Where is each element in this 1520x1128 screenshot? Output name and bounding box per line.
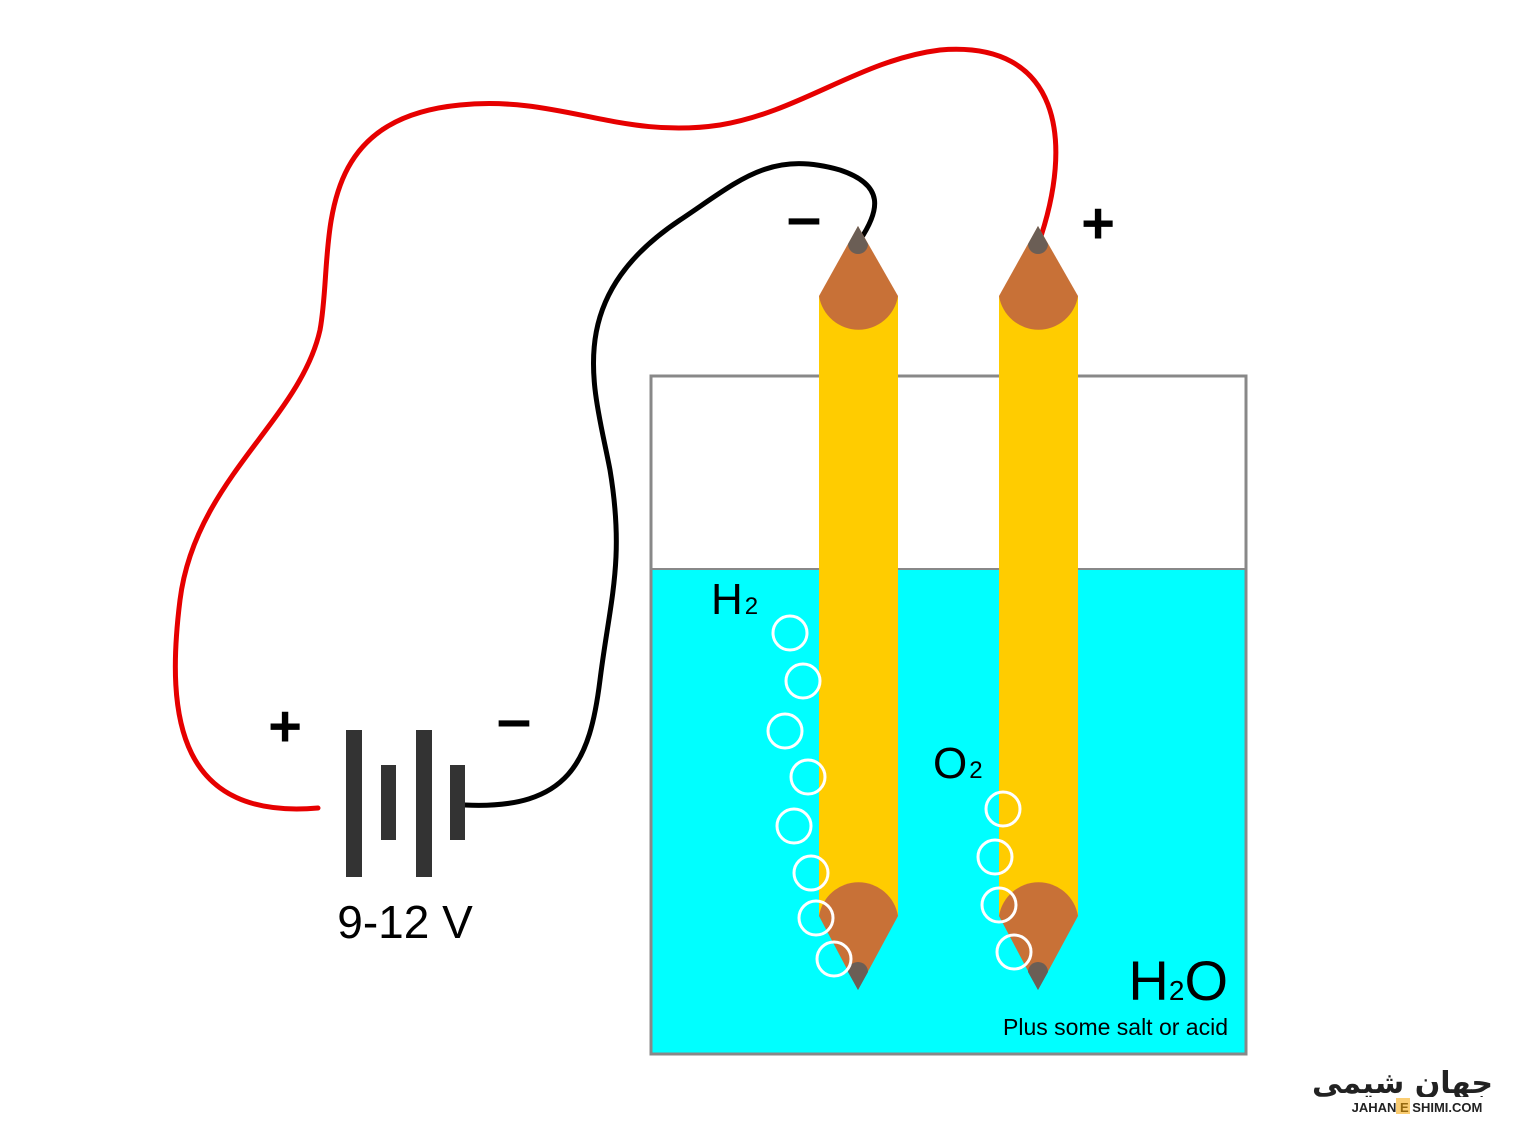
hydrogen-symbol: H <box>711 575 743 624</box>
logo-accent <box>1396 1098 1410 1114</box>
battery-plate-long-2 <box>416 730 432 877</box>
oxygen-label: O2 <box>933 739 983 788</box>
battery-plate-short-1 <box>381 765 396 840</box>
cathode-bottom-graphite <box>848 962 868 990</box>
hydrogen-bubble <box>784 662 822 700</box>
water-formula-o: O <box>1184 949 1228 1012</box>
jahaneshimi-logo: جهان شیمی JAHAN E SHIMI.COM <box>1312 1066 1493 1115</box>
anode-pencil-body <box>999 296 1078 916</box>
beaker-outline <box>649 374 1248 1056</box>
cathode-top-wood <box>819 226 898 330</box>
water-fill <box>652 569 1246 1054</box>
hydrogen-bubble <box>789 758 827 796</box>
logo-latin-text: JAHAN E SHIMI.COM <box>1352 1100 1483 1115</box>
battery: + – 9-12 V <box>268 685 531 948</box>
cathode-top-graphite <box>848 226 868 254</box>
hydrogen-bubble <box>797 899 835 937</box>
red-wire <box>172 46 1059 812</box>
battery-plate-long-1 <box>346 730 362 877</box>
cathode-pencil: – <box>787 183 898 990</box>
cathode-sign: – <box>787 183 821 252</box>
hydrogen-bubbles <box>766 614 853 978</box>
hydrogen-label: H2 <box>711 575 758 624</box>
oxygen-bubble <box>995 933 1033 971</box>
anode-sign: + <box>1081 191 1115 256</box>
logo-underline <box>1342 1097 1493 1115</box>
water-note: Plus some salt or acid <box>1003 1014 1228 1040</box>
voltage-label: 9-12 V <box>337 896 473 948</box>
cathode-bottom-wood <box>819 882 898 990</box>
battery-plate-short-2 <box>450 765 465 840</box>
water-formula-sub: 2 <box>1169 975 1185 1006</box>
anode-top-wood <box>999 226 1078 330</box>
water-formula-h: H <box>1128 949 1168 1012</box>
water-formula: H2O <box>1128 949 1228 1012</box>
anode-bottom-graphite <box>1028 962 1048 990</box>
anode-top-graphite <box>1028 226 1048 254</box>
oxygen-bubbles <box>976 790 1033 971</box>
anode-pencil: + <box>999 191 1115 990</box>
battery-negative-sign: – <box>497 685 531 754</box>
hydrogen-bubble <box>775 807 813 845</box>
beaker <box>649 374 1248 1056</box>
hydrogen-bubble <box>766 712 804 750</box>
hydrogen-bubble <box>792 854 830 892</box>
cathode-pencil-body <box>819 296 898 916</box>
oxygen-bubble <box>976 838 1014 876</box>
oxygen-subscript: 2 <box>969 757 982 784</box>
oxygen-bubble <box>984 790 1022 828</box>
black-wire <box>462 161 878 808</box>
hydrogen-bubble <box>771 614 809 652</box>
hydrogen-subscript: 2 <box>745 593 758 620</box>
logo-persian-text: جهان شیمی <box>1312 1066 1493 1101</box>
oxygen-bubble <box>980 886 1018 924</box>
anode-bottom-wood <box>999 882 1078 990</box>
hydrogen-bubble <box>815 940 853 978</box>
oxygen-symbol: O <box>933 739 967 788</box>
battery-positive-sign: + <box>268 694 302 759</box>
